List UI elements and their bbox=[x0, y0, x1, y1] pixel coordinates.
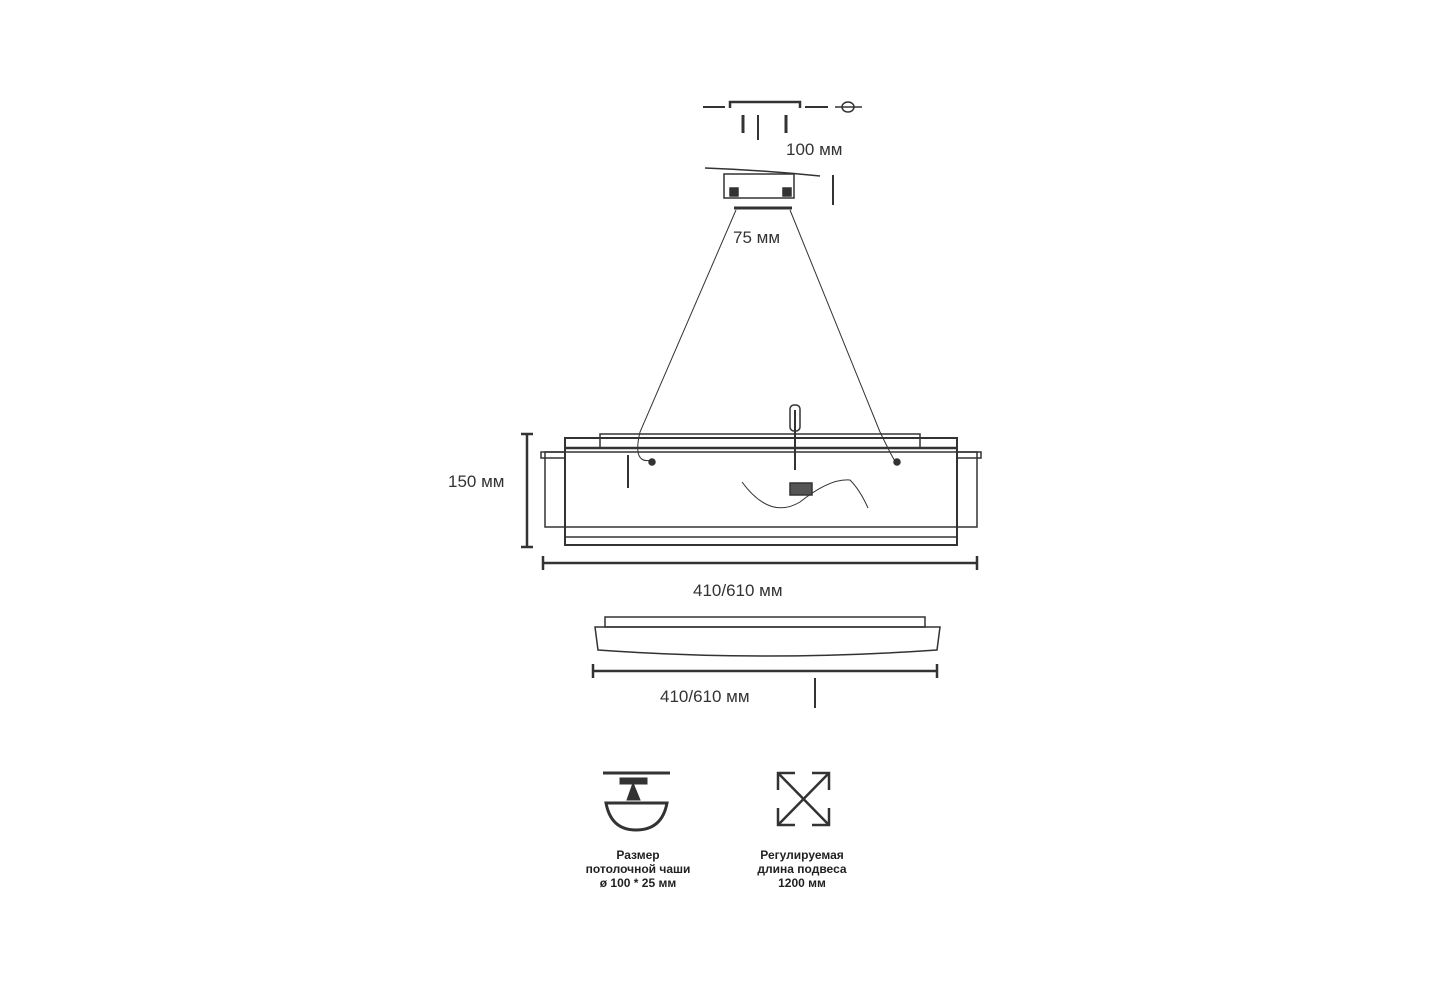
caption-line: ø 100 * 25 мм bbox=[599, 876, 677, 890]
mounting-bracket bbox=[703, 100, 862, 140]
height-dimension: 150 мм bbox=[448, 472, 505, 491]
panel-length-dimension: 410/610 мм bbox=[660, 687, 750, 706]
dimension-lines bbox=[521, 432, 979, 678]
canopy bbox=[704, 167, 834, 210]
adjustable-length-caption: Регулируемая длина подвеса 1200 мм bbox=[732, 848, 872, 890]
canopy-base-dimension: 75 мм bbox=[733, 228, 781, 247]
caption-line: Размер bbox=[616, 848, 660, 862]
caption-line: длина подвеса bbox=[757, 862, 847, 876]
ceiling-cup-icon bbox=[603, 771, 670, 832]
body-length-dimension: 410/610 мм bbox=[693, 581, 783, 600]
adjustable-length-icon bbox=[776, 771, 831, 827]
caption-line: 1200 мм bbox=[778, 876, 826, 890]
caption-line: Регулируемая bbox=[760, 848, 844, 862]
canopy-mount-dimension: 100 мм bbox=[786, 140, 843, 159]
lamp-body bbox=[540, 404, 982, 546]
caption-line: потолочной чаши bbox=[585, 862, 691, 876]
diffuser-panel bbox=[594, 616, 941, 708]
ceiling-cup-caption: Размер потолочной чаши ø 100 * 25 мм bbox=[568, 848, 708, 890]
